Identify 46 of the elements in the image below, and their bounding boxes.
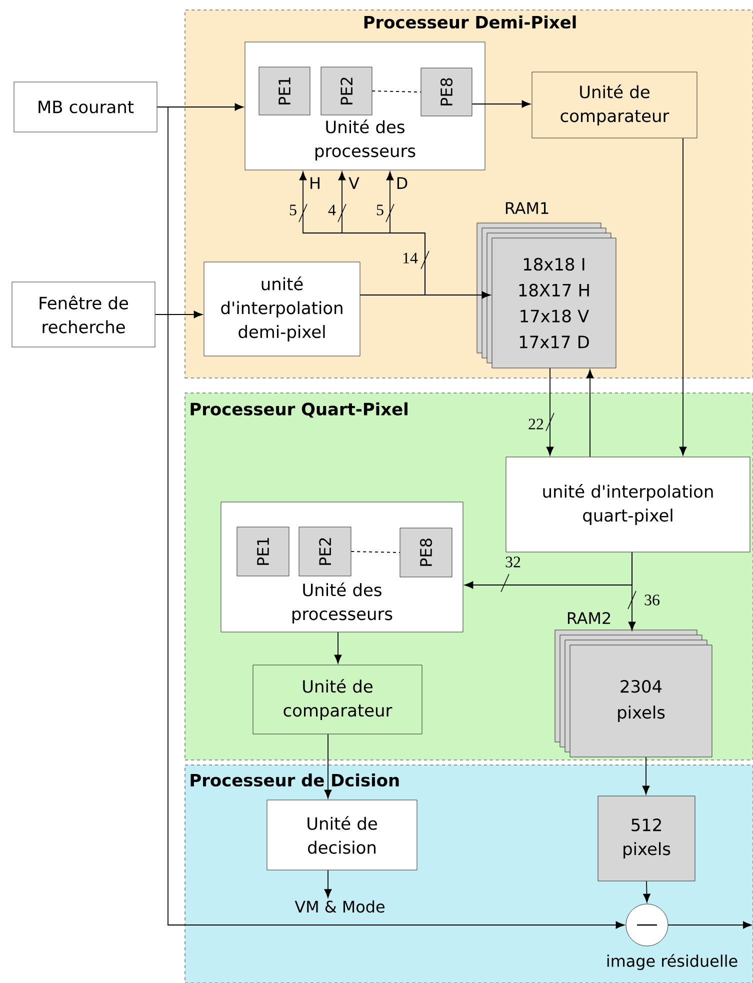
bus-width: 5 xyxy=(290,204,296,216)
caption-text: RAM2 xyxy=(568,612,610,624)
dashed-link xyxy=(350,551,400,553)
edge-label: D xyxy=(397,177,408,189)
arrow xyxy=(360,172,426,296)
unit-box: 512 pixels xyxy=(598,796,696,882)
unit-box: MB courant xyxy=(14,82,158,132)
pe-box: PE8 xyxy=(400,528,452,578)
bus-width: 14 xyxy=(403,252,418,264)
pe-box: PE8 xyxy=(420,68,472,116)
edge-label: H xyxy=(310,177,320,189)
caption-text: image résiduelle xyxy=(607,954,738,970)
output-text: VM & Mode xyxy=(294,900,384,913)
unit-box: unité d'interpolation demi-pixel xyxy=(204,262,360,356)
subtractor-circle xyxy=(626,904,668,946)
pe-box: PE1 xyxy=(258,66,310,116)
bus-width: 5 xyxy=(376,204,384,216)
arrow xyxy=(154,310,202,318)
bus-width: 4 xyxy=(328,204,336,216)
arrow xyxy=(668,921,752,929)
arrow xyxy=(679,138,687,456)
arrow xyxy=(586,370,594,458)
arrow xyxy=(628,552,636,630)
caption-text: RAM1 xyxy=(506,202,548,214)
memory-stack: 18x18 I 18X17 H 17x18 V 17x17 D xyxy=(476,222,616,368)
arrow xyxy=(156,106,624,929)
unit-box: Unité de comparateur xyxy=(252,664,422,734)
arrow xyxy=(643,880,650,902)
dashed-link xyxy=(372,90,422,92)
arrow xyxy=(642,756,650,794)
arrow xyxy=(546,368,554,456)
arrow xyxy=(324,870,332,898)
unit-box: Unité de comparateur xyxy=(532,72,698,138)
arrow xyxy=(334,632,342,664)
pe-box: PE2 xyxy=(320,66,372,116)
arrow xyxy=(324,734,332,798)
pe-box: PE2 xyxy=(298,526,352,576)
bus-width: 36 xyxy=(644,594,660,606)
unit-box: Unité de decision xyxy=(266,800,418,870)
unit-box: Fenêtre de recherche xyxy=(12,282,156,348)
bus-width: 22 xyxy=(528,418,544,430)
unit-box: unité d'interpolation quart-pixel xyxy=(506,456,750,552)
memory-stack: 2304 pixels xyxy=(554,630,712,758)
arrow xyxy=(472,100,530,108)
pe-box: PE1 xyxy=(236,526,290,576)
edge-label: V xyxy=(348,177,360,189)
